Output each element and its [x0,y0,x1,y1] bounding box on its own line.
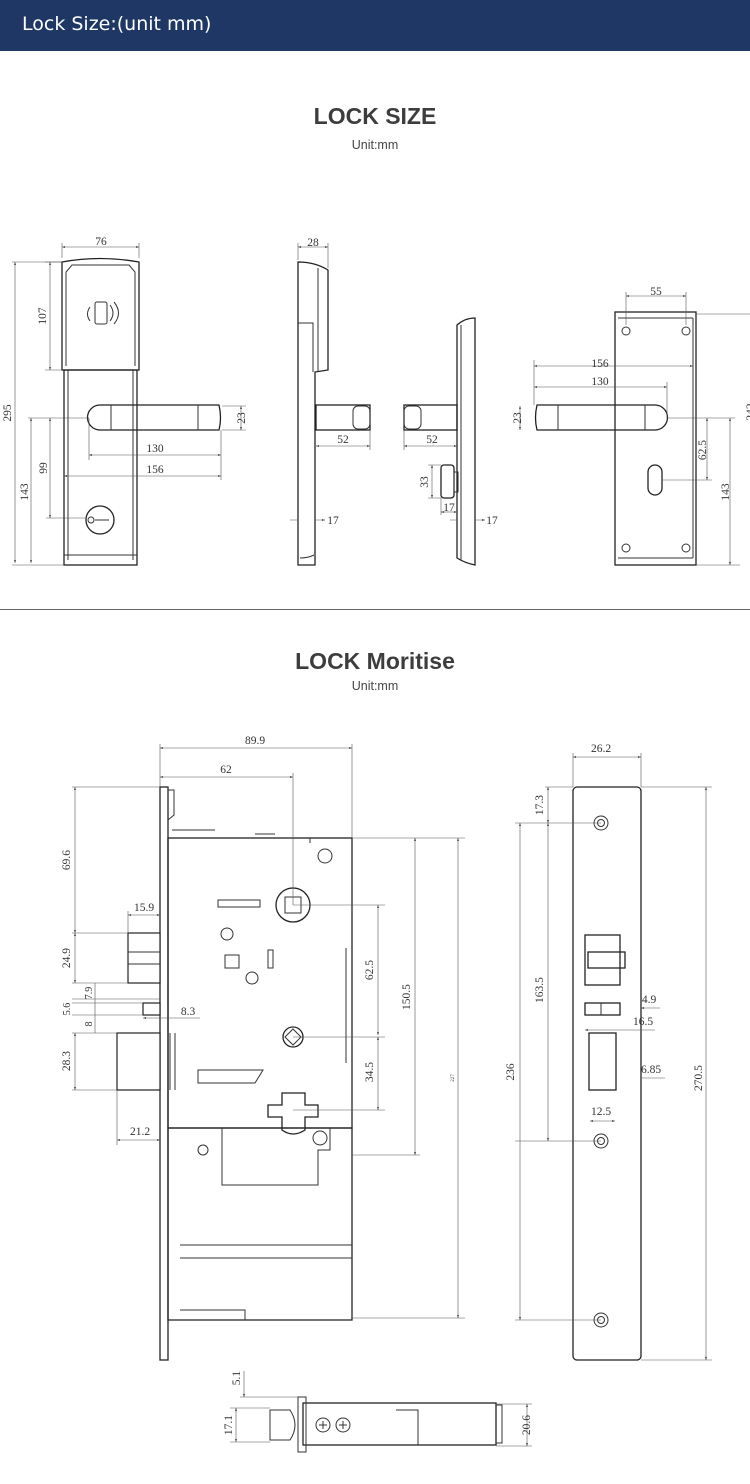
back-view-drawing: 55 156 130 23 62.5 143 242 [512,286,750,566]
dim-side-spindle: 52 [337,434,349,446]
dim-front-handle-length: 130 [146,443,164,455]
dim-back-screw-spacing: 55 [650,286,662,298]
dim-back-handle-reach: 156 [591,358,609,370]
dim-spindle-to-cylinder: 62.5 [364,960,376,980]
lock-size-unit: Unit:mm [351,138,399,152]
rfid-icon [87,301,119,325]
section-divider [0,609,750,610]
dim-faceplate-length: 270.5 [693,1065,705,1091]
keyhole-icon [647,464,663,496]
screw-icon [197,848,333,1156]
dim-top-to-screw: 17.3 [534,795,546,815]
dim-faceplate-width: 26.2 [591,743,611,755]
mortise-unit: Unit:mm [351,679,399,693]
dim-mortise-overall-width: 89.9 [245,735,265,747]
dim-aux-projection: 8.3 [181,1006,196,1018]
side-view-outer-drawing: 28 52 17 [290,237,371,566]
screw-icon [315,1417,351,1433]
dim-deadbolt-projection: 21.2 [130,1126,150,1138]
dim-latch-projection: 15.9 [134,902,154,914]
dim-front-total-height: 295 [2,404,14,422]
dim-front-reader-height: 107 [37,307,49,325]
dim-inner-plate: 17 [486,515,498,527]
mortise-bottom-drawing: 5.1 17.1 20.6 [223,1371,533,1453]
dim-thumbturn-height: 33 [419,476,431,488]
dim-front-handle-reach: 156 [146,464,164,476]
dim-aux-width: 4.9 [642,994,657,1006]
dim-gap-c: 8 [84,1022,95,1027]
dim-aux-length: 16.5 [633,1016,653,1028]
screw-icon [621,326,691,553]
dim-inner-spindle: 52 [426,434,438,446]
screw-icon [593,815,609,1328]
dim-body-height: 227 [451,1074,456,1082]
mortise-title: LOCK Moritise [295,648,455,674]
dim-mortise-backset: 62 [220,764,232,776]
dim-back-handle-to-keyhole: 62.5 [697,440,709,460]
dim-gap-b: 5.6 [62,1003,73,1016]
dim-back-handle-thickness: 23 [512,412,524,424]
dim-case-height: 150.5 [401,984,413,1010]
dim-bottom-latch-height: 17.1 [223,1415,235,1435]
dim-side-plate: 17 [327,515,339,527]
dim-back-handle-to-bottom: 143 [720,483,732,501]
dim-bottom-body-thickness: 20.6 [521,1415,533,1435]
section-header: Lock Size:(unit mm) [0,0,750,51]
key-cylinder-icon [85,505,115,535]
front-view-drawing: 76 107 295 23 130 156 99 143 [2,236,248,566]
dim-back-total-height: 242 [745,403,750,421]
dim-side-depth: 28 [307,237,319,249]
dim-bolt-width: 12.5 [591,1106,611,1118]
dim-cylinder-offset: 34.5 [364,1062,376,1082]
dim-latch-height: 24.9 [61,948,73,968]
dim-deadbolt-height: 28.3 [61,1051,73,1071]
dim-front-handle-to-key: 99 [38,462,50,474]
dim-bolt-offset: 6.85 [641,1064,661,1076]
side-view-inner-drawing: 52 33 17 17 [403,317,498,566]
faceplate-drawing: 26.2 17.3 163.5 236 270.5 4.9 16.5 6.85 … [505,743,712,1361]
dim-front-handle-to-bottom: 143 [19,483,31,501]
section-header-title: Lock Size:(unit mm) [22,13,212,35]
dim-thumbturn-depth: 17 [443,502,455,514]
dim-gap-a: 7.9 [84,987,95,1000]
dim-screw-spacing-b: 236 [505,1063,517,1081]
dim-top-to-latch: 69.6 [61,850,73,870]
lock-size-title: LOCK SIZE [313,103,437,129]
dim-back-handle-length: 130 [591,376,609,388]
dim-bottom-offset: 5.1 [231,1371,243,1386]
dim-front-width: 76 [95,236,107,248]
dim-front-handle-thickness: 23 [236,412,248,424]
mortise-side-drawing: 89.9 62 69.6 15.9 24.9 7.9 5.6 8 8.3 28.… [61,735,465,1361]
dim-screw-spacing-a: 163.5 [534,977,546,1003]
